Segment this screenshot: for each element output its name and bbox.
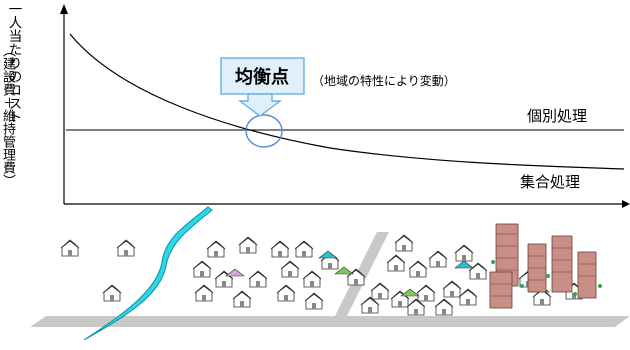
- individual-processing-label: 個別処理: [527, 107, 587, 125]
- equilibrium-circle: [245, 114, 283, 148]
- y-axis-label: 一人当たりのコスト: [5, 2, 22, 124]
- collective-processing-label: 集合処理: [520, 173, 580, 191]
- road: [30, 316, 630, 327]
- callout-arrow: [237, 93, 283, 117]
- collective-processing-curve: [69, 33, 625, 170]
- equilibrium-label: 均衡点: [235, 66, 289, 88]
- y-axis-arrow: [60, 4, 68, 14]
- y-axis-sublabel: （建設費＋維持管理費）: [0, 44, 15, 187]
- equilibrium-note: （地域の特性により変動）: [312, 73, 456, 88]
- river: [83, 206, 213, 341]
- town-illustration: [30, 206, 630, 341]
- equilibrium-callout-box: [220, 57, 305, 95]
- x-axis-arrow: [622, 200, 630, 208]
